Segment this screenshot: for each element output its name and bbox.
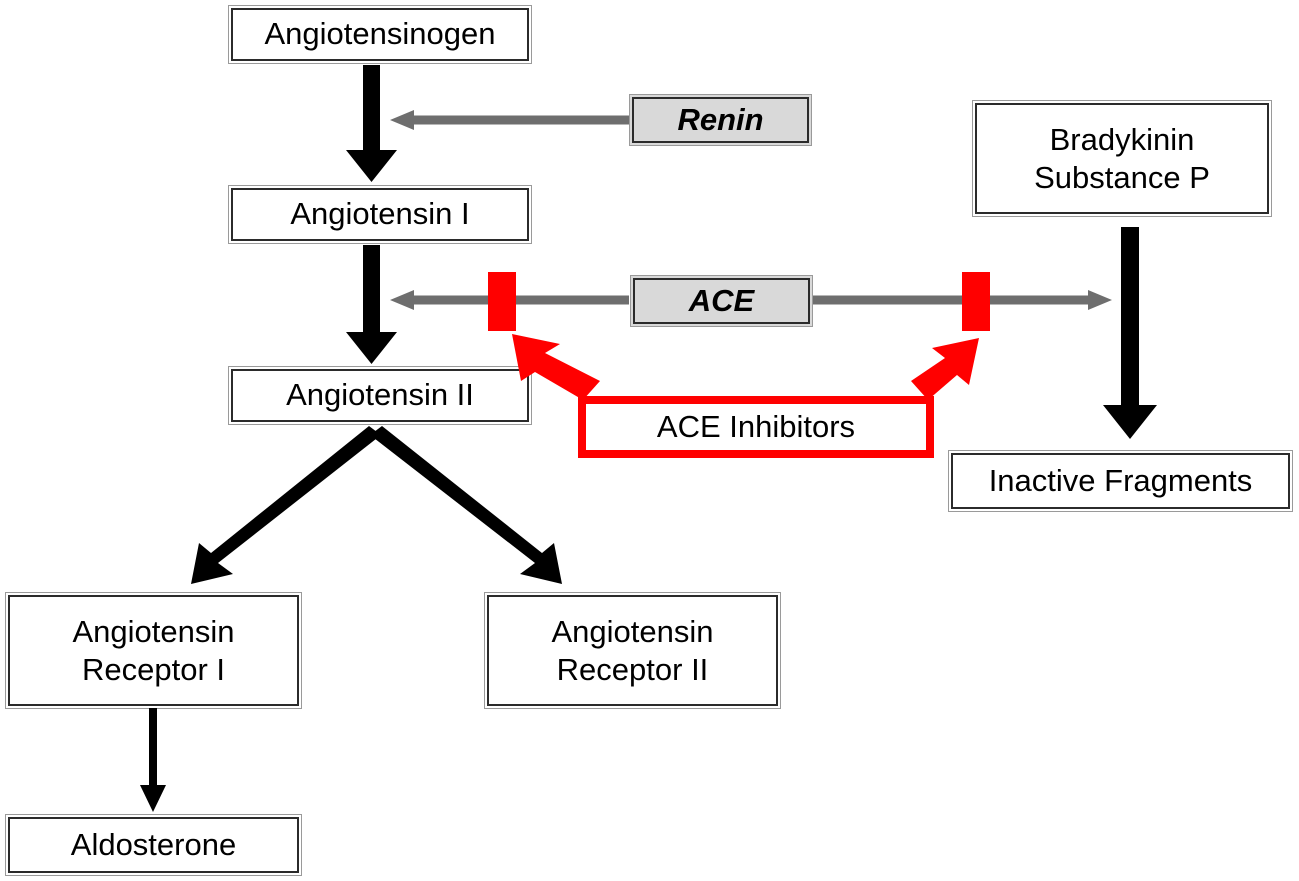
node-angiotensin-receptor-i[interactable]: Angiotensin Receptor I <box>5 592 302 709</box>
node-angiotensin-ii[interactable]: Angiotensin II <box>228 366 532 425</box>
arrow-angiotensinogen-to-angiotensin-i <box>346 65 397 182</box>
block-bar-left <box>488 272 516 331</box>
node-angiotensin-receptor-i-label: Angiotensin Receptor I <box>8 595 299 706</box>
node-ace-label: ACE <box>633 278 810 324</box>
node-ace-inhibitors[interactable]: ACE Inhibitors <box>578 396 934 458</box>
node-renin[interactable]: Renin <box>629 94 812 146</box>
node-ace[interactable]: ACE <box>630 275 813 327</box>
node-bradykinin-substance-p[interactable]: Bradykinin Substance P <box>972 100 1272 217</box>
block-bar-right <box>962 272 990 331</box>
node-angiotensin-receptor-ii[interactable]: Angiotensin Receptor II <box>484 592 781 709</box>
arrow-receptor-i-to-aldosterone <box>140 708 166 812</box>
node-angiotensin-ii-label: Angiotensin II <box>231 369 529 422</box>
node-angiotensin-i[interactable]: Angiotensin I <box>228 185 532 244</box>
arrow-ace-inhibitor-blocks-right <box>911 338 979 400</box>
node-angiotensinogen-label: Angiotensinogen <box>231 8 529 61</box>
arrow-angiotensin-i-to-angiotensin-ii <box>346 245 397 364</box>
node-bradykinin-substance-p-label: Bradykinin Substance P <box>975 103 1269 214</box>
node-aldosterone-label: Aldosterone <box>8 817 299 873</box>
node-angiotensinogen[interactable]: Angiotensinogen <box>228 5 532 64</box>
arrow-renin-catalysis <box>390 110 629 130</box>
arrow-bradykinin-degradation <box>1103 227 1157 439</box>
node-angiotensin-receptor-ii-label: Angiotensin Receptor II <box>487 595 778 706</box>
node-ace-inhibitors-label: ACE Inhibitors <box>656 409 856 444</box>
node-aldosterone[interactable]: Aldosterone <box>5 814 302 876</box>
arrow-angiotensin-ii-to-receptor-i <box>191 426 381 584</box>
node-inactive-fragments[interactable]: Inactive Fragments <box>948 450 1293 512</box>
arrow-angiotensin-ii-to-receptor-ii <box>370 426 562 584</box>
node-angiotensin-i-label: Angiotensin I <box>231 188 529 241</box>
node-renin-label: Renin <box>632 97 809 143</box>
node-inactive-fragments-label: Inactive Fragments <box>951 453 1290 509</box>
